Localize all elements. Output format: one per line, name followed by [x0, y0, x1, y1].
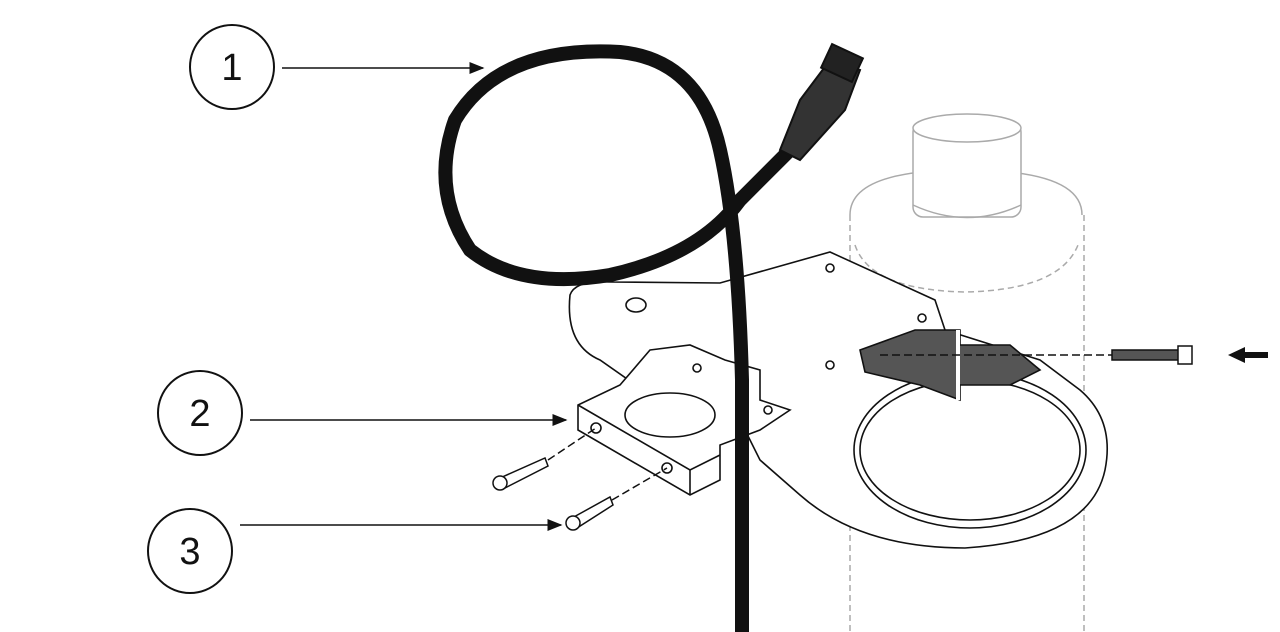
callout-number: 3 — [179, 531, 200, 573]
insert-direction-arrow — [1228, 347, 1268, 363]
screw-upper — [492, 427, 597, 491]
pole — [849, 113, 1085, 632]
cable — [438, 44, 795, 632]
callout-3: 3 — [147, 508, 563, 594]
callout-2: 2 — [157, 370, 568, 456]
cable-connector — [778, 42, 865, 162]
callout-number: 1 — [221, 47, 242, 89]
screws — [492, 345, 1193, 531]
callout-number: 2 — [189, 393, 210, 435]
side-screw — [880, 345, 1193, 365]
callout-1: 1 — [189, 24, 485, 110]
screw-lower — [565, 467, 668, 531]
